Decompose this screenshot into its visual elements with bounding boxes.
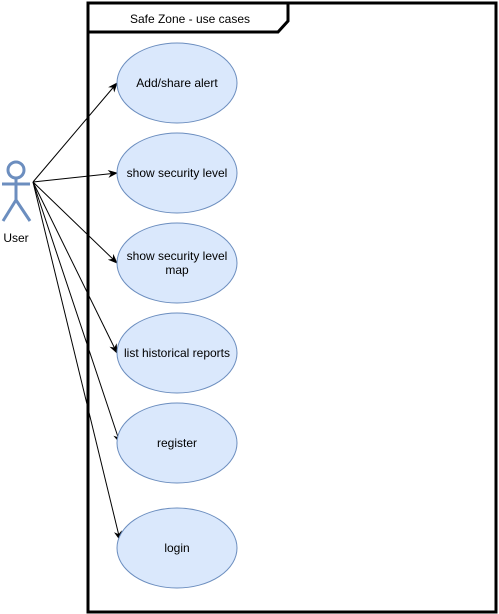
use-case-label: Add/share alert [136, 76, 218, 90]
use-case-ellipse [116, 402, 238, 484]
system-boundary [86, 1, 498, 614]
use-case-ellipse [116, 507, 238, 589]
use-case-label: show security level [127, 249, 228, 263]
association-edge-show-security-level-map [32, 181, 118, 264]
use-case-register[interactable]: register [116, 402, 238, 484]
frame-title-tab [86, 1, 290, 34]
actor-left-leg [1, 199, 18, 222]
use-case-login[interactable]: login [116, 507, 238, 589]
use-case-ellipse [116, 222, 238, 304]
use-case-ellipse [116, 132, 238, 214]
association-edge-login [32, 181, 122, 541]
use-case-label: map [165, 263, 189, 277]
use-case-label: list historical reports [124, 346, 230, 360]
use-case-label: login [164, 541, 189, 555]
use-case-list-historical-reports[interactable]: list historical reports [116, 312, 238, 394]
actor-right-leg [14, 199, 32, 222]
use-case-show-security-level[interactable]: show security level [116, 132, 238, 214]
association-edge-list-historical-reports [32, 181, 118, 354]
actor-head [6, 160, 26, 180]
association-edge-add-share-alert [32, 82, 118, 183]
use-case-ellipse [116, 42, 238, 124]
association-edge-register [32, 181, 121, 444]
actor-label: User [3, 231, 28, 245]
frame-title: Safe Zone - use cases [130, 12, 250, 26]
association-edge-show-security-level [32, 169, 118, 183]
use-case-add-share-alert[interactable]: Add/share alert [116, 42, 238, 124]
use-case-label: register [157, 436, 197, 450]
use-case-label: show security level [127, 166, 228, 180]
association-edges [32, 82, 122, 541]
actor-user[interactable]: User [1, 160, 32, 245]
use-case-ellipse [116, 312, 238, 394]
